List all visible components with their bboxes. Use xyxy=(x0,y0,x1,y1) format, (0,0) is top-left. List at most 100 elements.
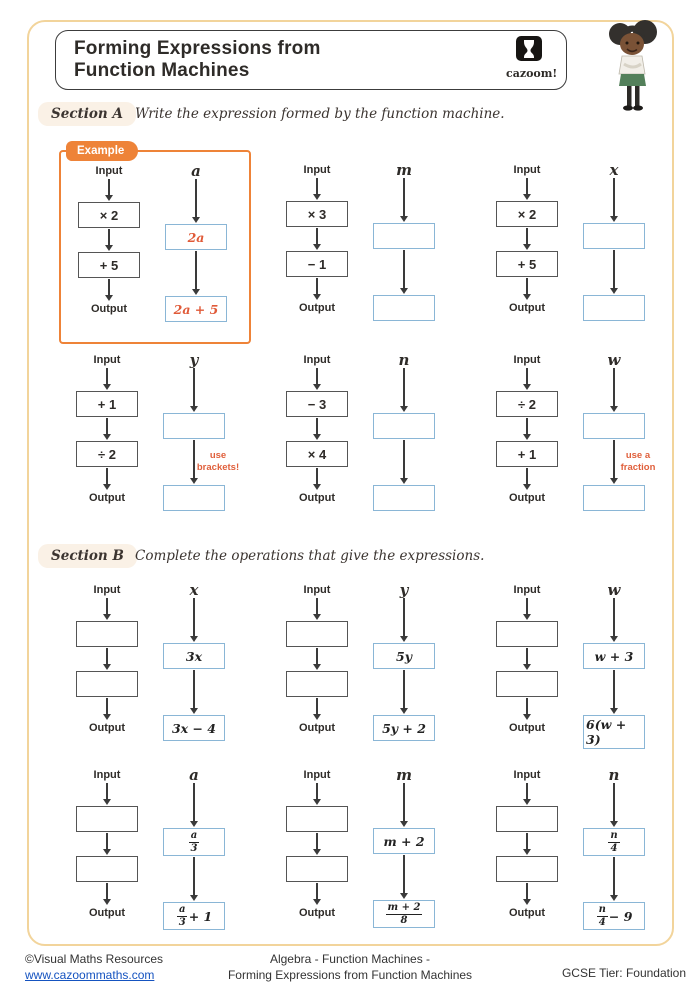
down-arrow-icon xyxy=(609,598,619,642)
down-arrow-icon xyxy=(522,228,532,250)
answer-box: 5y + 2 xyxy=(373,715,435,741)
down-arrow-icon xyxy=(522,278,532,300)
down-arrow-icon xyxy=(102,468,112,490)
down-arrow-icon xyxy=(312,468,322,490)
copyright-text: ©Visual Maths Resources xyxy=(25,952,164,966)
operation-box[interactable] xyxy=(286,806,348,832)
worksheet-border xyxy=(27,20,674,946)
operation-box: ÷ 2 xyxy=(496,391,558,417)
down-arrow-icon xyxy=(189,598,199,642)
answer-box[interactable] xyxy=(163,413,225,439)
operation-box: × 2 xyxy=(496,201,558,227)
answer-box[interactable] xyxy=(373,413,435,439)
operation-box: ÷ 2 xyxy=(76,441,138,467)
output-label: Output xyxy=(298,492,336,504)
input-label: Input xyxy=(95,165,123,177)
output-label: Output xyxy=(508,907,546,919)
answer-box[interactable] xyxy=(373,223,435,249)
down-arrow-icon xyxy=(522,598,532,620)
answer-box: 6(w + 3) xyxy=(583,715,645,749)
operation-box: − 3 xyxy=(286,391,348,417)
operation-box[interactable] xyxy=(496,806,558,832)
down-arrow-icon xyxy=(189,670,199,714)
footer-topic-line1: Algebra - Function Machines - xyxy=(269,952,431,966)
operation-box[interactable] xyxy=(286,671,348,697)
down-arrow-icon xyxy=(104,229,114,251)
variable-label: a xyxy=(189,766,199,784)
down-arrow-icon xyxy=(312,883,322,905)
example-box: Example Input × 2 + 5 Output a 2a 2a + 5 xyxy=(59,141,251,344)
down-arrow-icon xyxy=(102,883,112,905)
operation-box[interactable] xyxy=(496,856,558,882)
input-label: Input xyxy=(513,769,541,781)
variable-label: x xyxy=(609,161,619,179)
down-arrow-icon xyxy=(102,368,112,390)
variable-label: y xyxy=(399,581,409,599)
output-label: Output xyxy=(88,907,126,919)
down-arrow-icon xyxy=(609,250,619,294)
down-arrow-icon xyxy=(609,178,619,222)
output-label: Output xyxy=(508,492,546,504)
input-label: Input xyxy=(513,354,541,366)
answer-box[interactable] xyxy=(163,485,225,511)
variable-label: n xyxy=(608,766,620,784)
operation-box: × 3 xyxy=(286,201,348,227)
operation-box[interactable] xyxy=(76,621,138,647)
down-arrow-icon xyxy=(312,228,322,250)
input-label: Input xyxy=(303,164,331,176)
down-arrow-icon xyxy=(399,670,409,714)
output-label: Output xyxy=(298,302,336,314)
down-arrow-icon xyxy=(522,883,532,905)
operation-box: + 1 xyxy=(496,441,558,467)
cazoommaths-link[interactable]: www.cazoommaths.com xyxy=(25,968,155,982)
operation-box[interactable] xyxy=(76,856,138,882)
operation-box[interactable] xyxy=(76,671,138,697)
down-arrow-icon xyxy=(312,833,322,855)
operation-box: − 1 xyxy=(286,251,348,277)
page-title: Forming Expressions from Function Machin… xyxy=(74,38,321,82)
answer-box: 3x xyxy=(163,643,225,669)
down-arrow-icon xyxy=(399,440,409,484)
operation-box: × 2 xyxy=(78,202,140,228)
operation-box[interactable] xyxy=(286,856,348,882)
output-label: Output xyxy=(88,492,126,504)
answer-box: m + 2 xyxy=(373,828,435,854)
operation-box[interactable] xyxy=(496,621,558,647)
output-label: Output xyxy=(508,722,546,734)
answer-box[interactable] xyxy=(373,295,435,321)
answer-box: 2a xyxy=(165,224,227,250)
operation-box: + 5 xyxy=(496,251,558,277)
output-label: Output xyxy=(88,722,126,734)
answer-box[interactable] xyxy=(373,485,435,511)
answer-box: 2a + 5 xyxy=(165,296,227,322)
cazoom-logo-text: cazoom! xyxy=(506,67,558,80)
operation-box[interactable] xyxy=(286,621,348,647)
function-machine-a5: Input − 3 × 4 Output n xyxy=(285,353,435,513)
function-machine-example: Input × 2 + 5 Output a 2a 2a + 5 xyxy=(77,164,227,324)
function-machine-b3: Input Output w w + 3 6(w + 3) xyxy=(495,583,645,749)
down-arrow-icon xyxy=(102,418,112,440)
answer-box[interactable] xyxy=(583,485,645,511)
operation-box[interactable] xyxy=(76,806,138,832)
down-arrow-icon xyxy=(312,698,322,720)
operation-box[interactable] xyxy=(496,671,558,697)
down-arrow-icon xyxy=(312,418,322,440)
variable-label: w xyxy=(607,351,621,369)
answer-box[interactable] xyxy=(583,413,645,439)
answer-box[interactable] xyxy=(583,295,645,321)
input-label: Input xyxy=(93,584,121,596)
answer-box[interactable] xyxy=(583,223,645,249)
answer-box: w + 3 xyxy=(583,643,645,669)
input-label: Input xyxy=(93,354,121,366)
input-label: Input xyxy=(513,164,541,176)
page-title-line2: Function Machines xyxy=(74,60,250,81)
variable-label: m xyxy=(396,766,412,784)
input-label: Input xyxy=(513,584,541,596)
down-arrow-icon xyxy=(191,179,201,223)
page-title-line1: Forming Expressions from xyxy=(74,38,321,59)
